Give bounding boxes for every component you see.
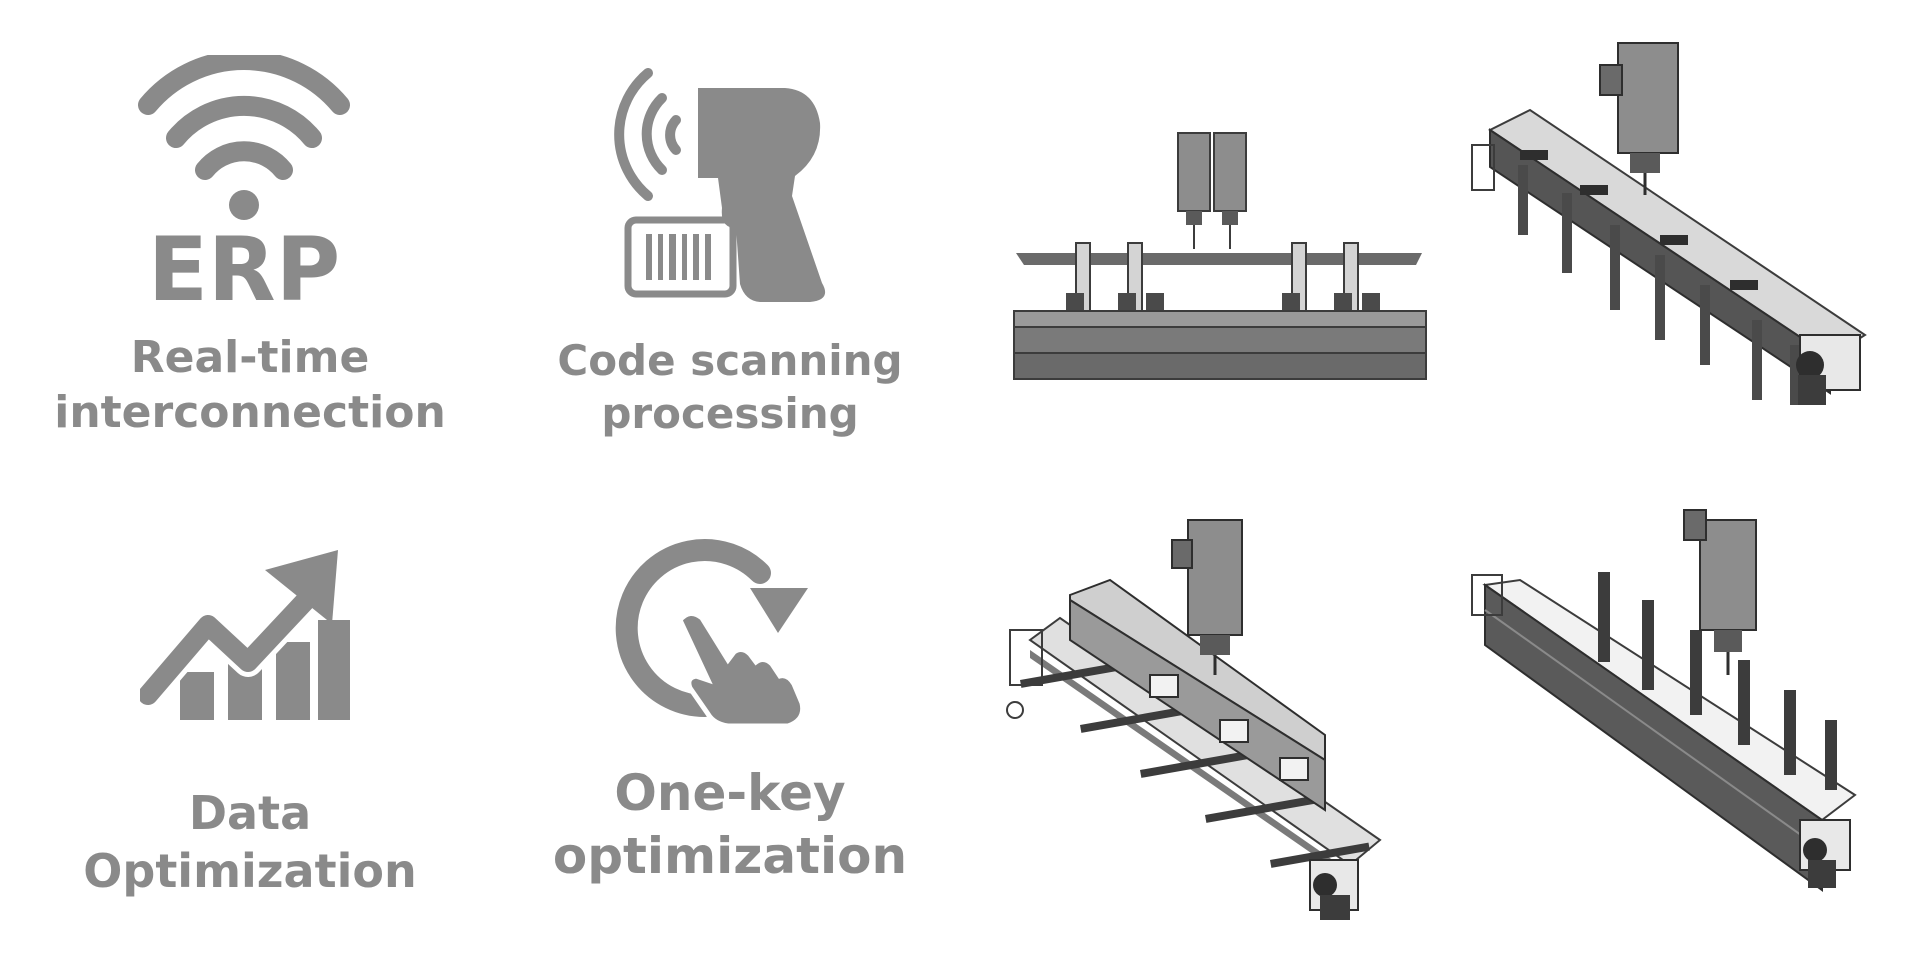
refresh-tap-icon bbox=[610, 528, 810, 728]
barcode-scanner-icon bbox=[610, 68, 870, 308]
erp-text: ERP bbox=[148, 218, 340, 310]
data-label-line-1: Data bbox=[188, 786, 312, 840]
data-label: Data Optimization bbox=[40, 785, 460, 900]
erp-label-line-2: interconnection bbox=[54, 387, 446, 438]
scan-label: Code scanning processing bbox=[530, 335, 930, 440]
wifi-erp-icon: ERP bbox=[130, 55, 360, 310]
onekey-label: One-key optimization bbox=[520, 762, 940, 887]
data-label-line-2: Optimization bbox=[83, 843, 417, 898]
machine-front-view bbox=[1010, 125, 1430, 385]
erp-label-line-1: Real-time bbox=[130, 332, 370, 383]
machine-iso-view-left bbox=[990, 500, 1390, 930]
onekey-label-line-1: One-key bbox=[614, 764, 846, 822]
machine-iso-view-right bbox=[1470, 35, 1870, 465]
onekey-label-line-2: optimization bbox=[552, 826, 908, 885]
scan-label-line-1: Code scanning bbox=[557, 336, 903, 385]
machine-iso-view-long bbox=[1470, 500, 1870, 900]
scan-label-line-2: processing bbox=[601, 388, 859, 438]
growth-chart-icon bbox=[140, 550, 350, 720]
erp-label: Real-time interconnection bbox=[40, 330, 460, 440]
